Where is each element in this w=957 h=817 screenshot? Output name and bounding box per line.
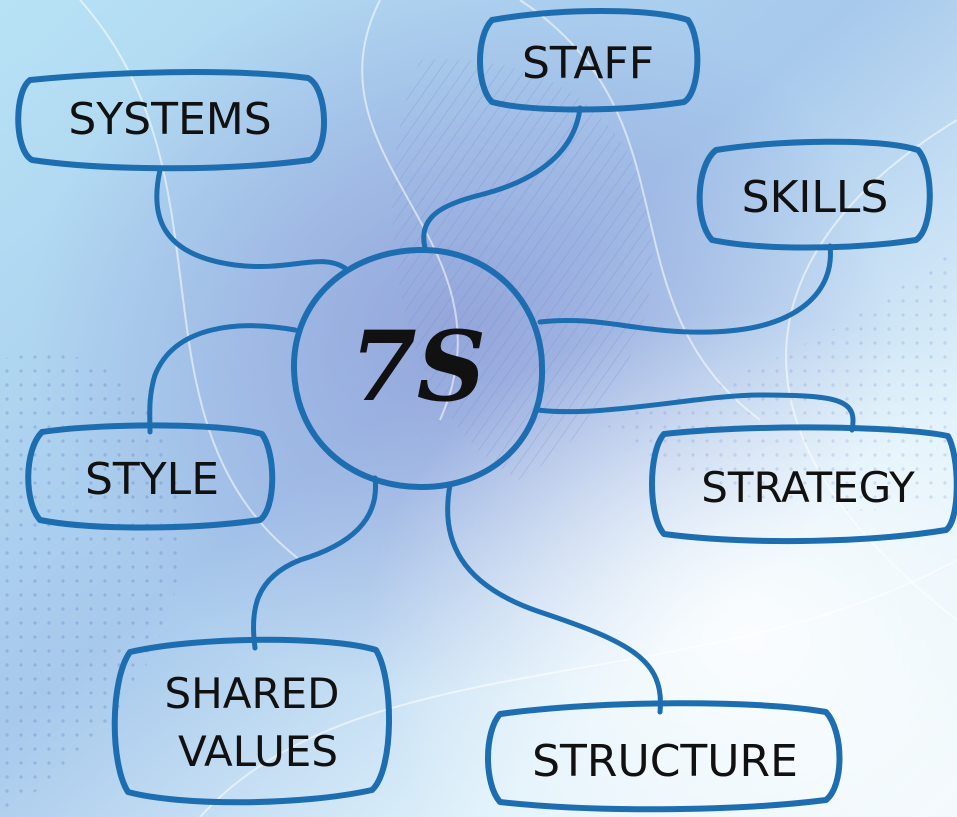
- center-circle: [290, 246, 546, 491]
- label-systems: SYSTEMS: [68, 94, 271, 145]
- connector-skills: [537, 243, 833, 335]
- label-staff: STAFF: [522, 38, 654, 89]
- node-style: STYLE: [25, 422, 276, 531]
- bubble-systems: [15, 69, 328, 172]
- node-shared-values: SHARED VALUES: [111, 636, 393, 806]
- connector-shared-values: [250, 475, 379, 651]
- label-strategy: STRATEGY: [701, 463, 915, 512]
- node-staff: STAFF: [477, 8, 701, 113]
- connector-staff: [421, 105, 583, 251]
- node-skills: SKILLS: [696, 138, 933, 251]
- connector-systems: [154, 167, 348, 271]
- connector-strategy: [535, 392, 856, 433]
- node-structure: STRUCTURE: [485, 700, 843, 813]
- label-skills: SKILLS: [742, 172, 889, 223]
- bubble-style: [25, 422, 276, 531]
- node-systems: SYSTEMS: [15, 69, 328, 172]
- label-shared-values-line-2: VALUES: [178, 727, 338, 776]
- connector-style: [147, 323, 298, 435]
- connectors: [147, 105, 856, 715]
- node-strategy: STRATEGY: [649, 424, 957, 545]
- label-structure: STRUCTURE: [532, 736, 798, 787]
- center-label: 7S: [350, 310, 486, 423]
- label-style: STYLE: [85, 454, 219, 505]
- bubble-structure: [485, 700, 843, 813]
- label-shared-values-line-1: SHARED: [164, 669, 339, 718]
- center-node: 7S: [290, 246, 546, 491]
- bubble-skills: [696, 138, 933, 251]
- connector-structure: [445, 482, 663, 715]
- bubble-shared-values: [111, 636, 393, 806]
- bubble-strategy: [649, 424, 957, 545]
- bubble-staff: [477, 8, 701, 113]
